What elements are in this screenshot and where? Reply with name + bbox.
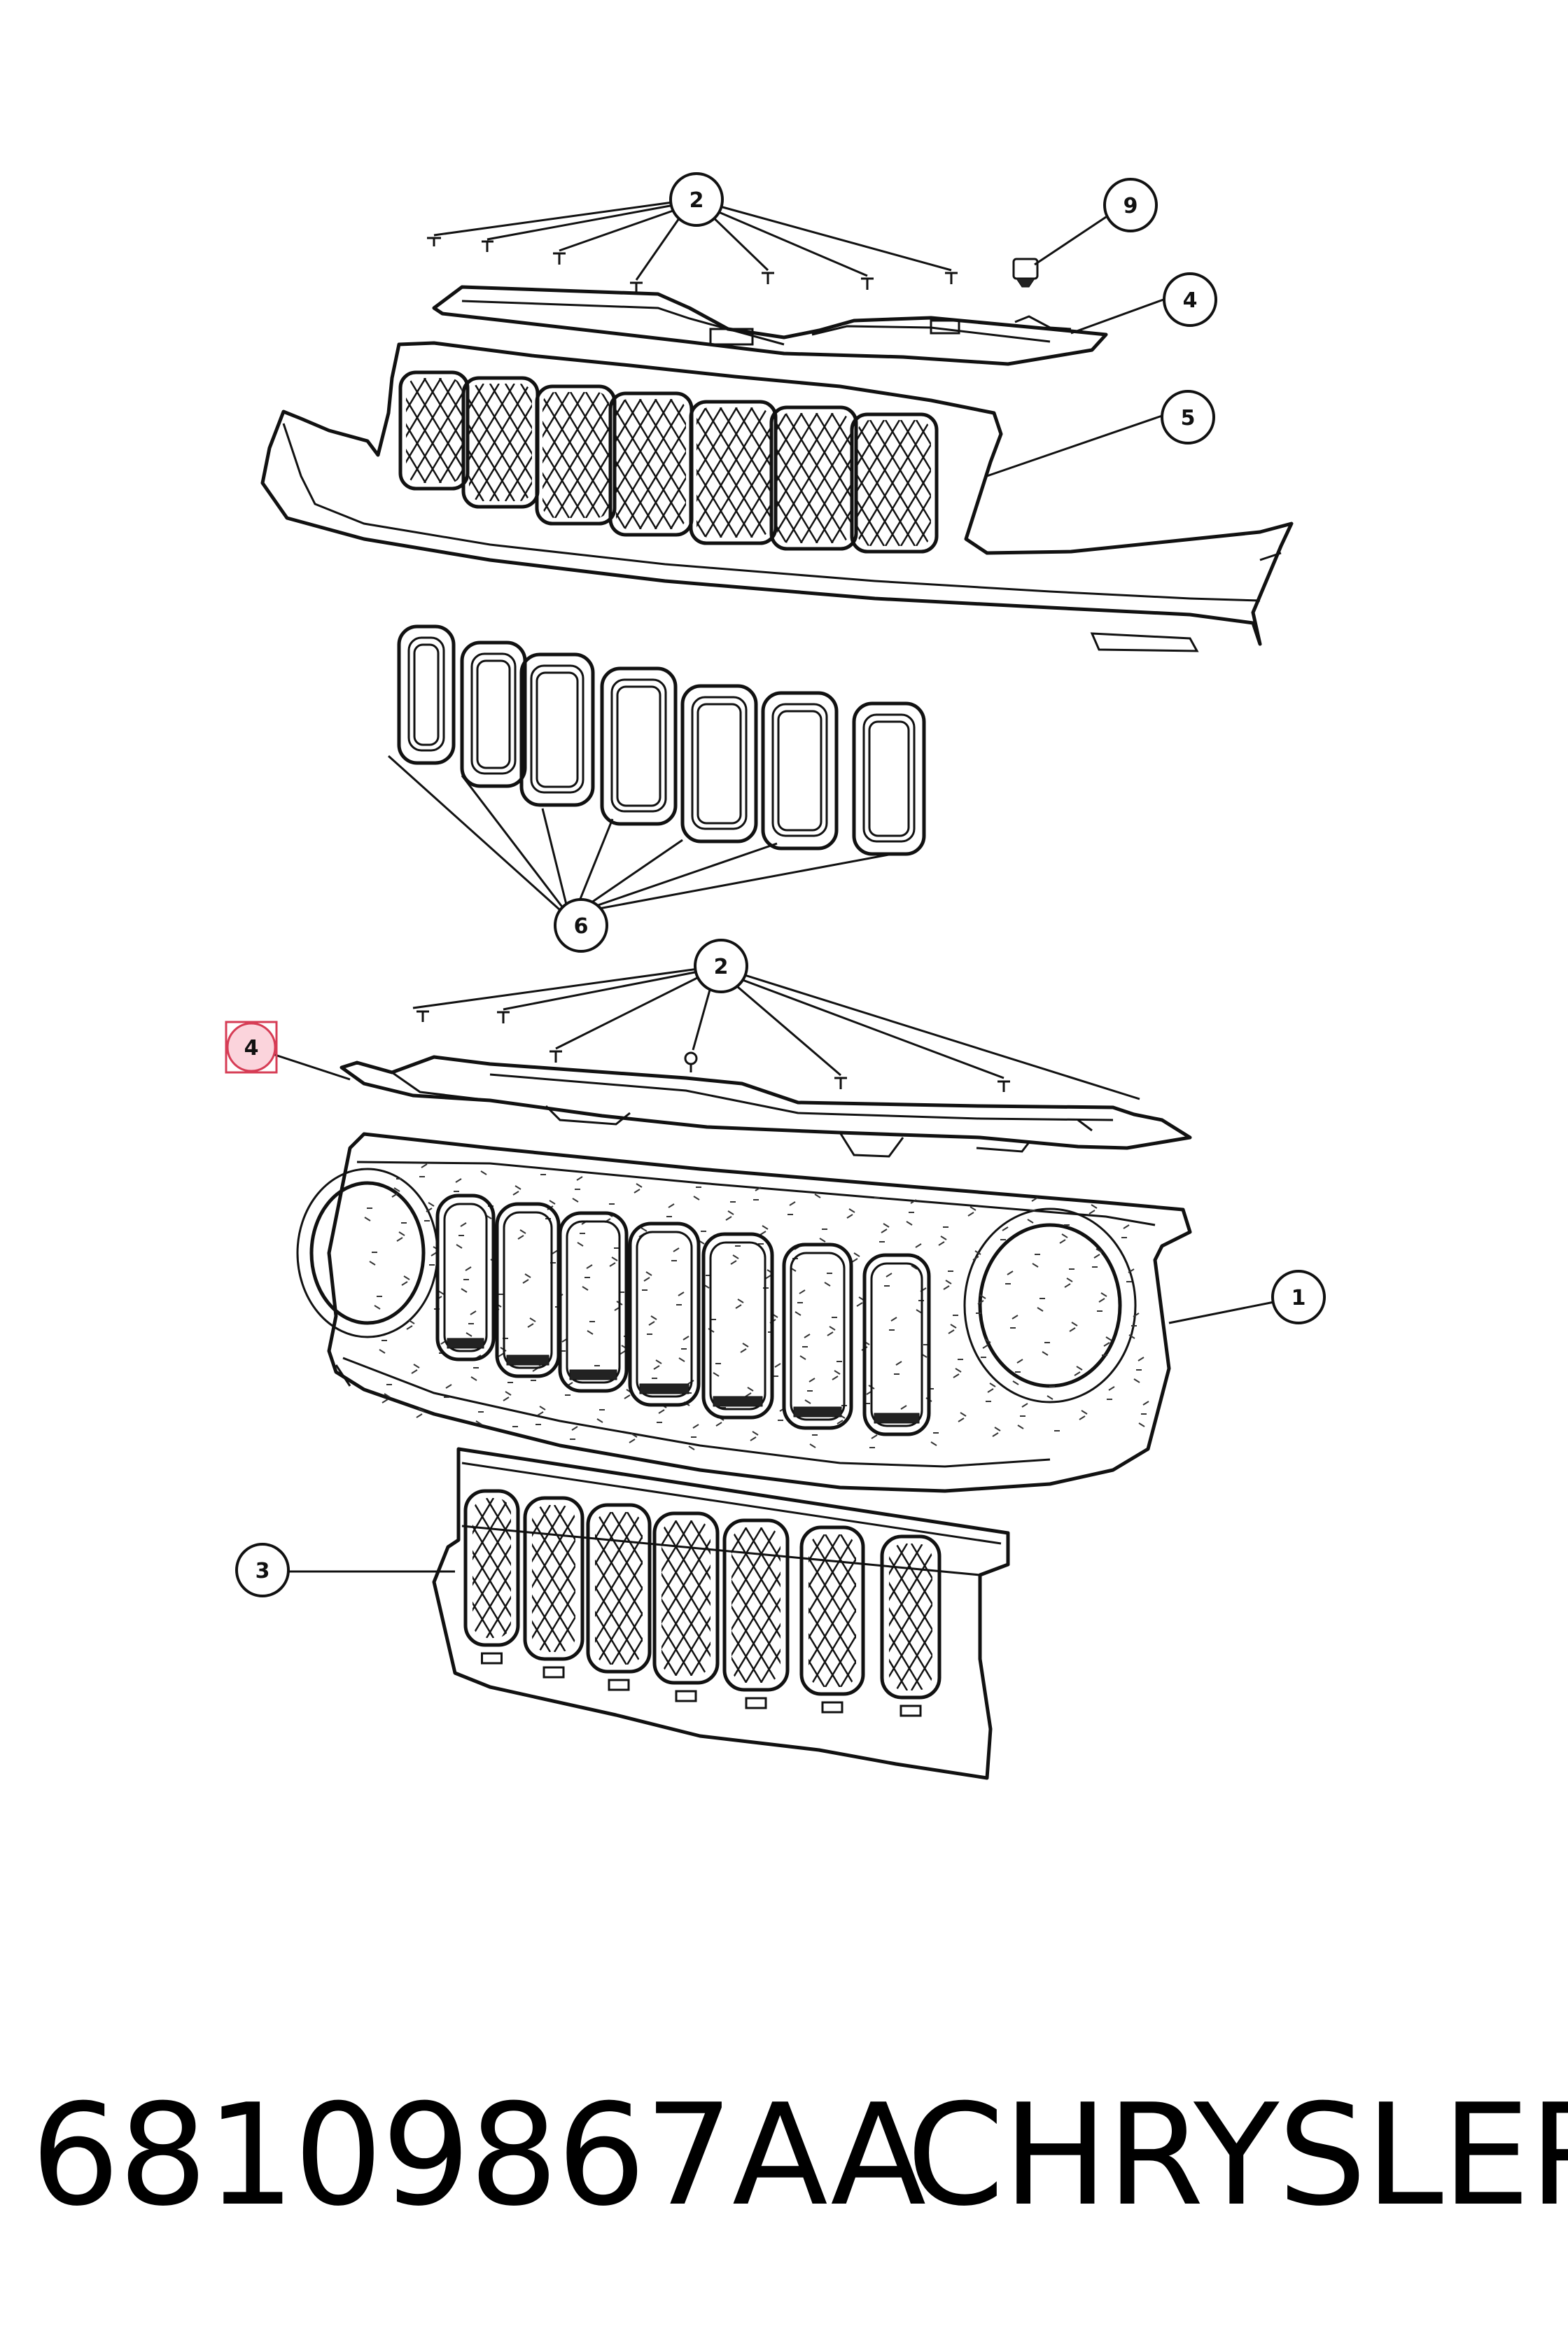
leaders-6	[387, 755, 893, 911]
main-grille	[296, 1132, 1192, 1493]
main-grille-slot	[782, 1242, 853, 1430]
main-grille-slot	[862, 1253, 931, 1436]
leaders-2-mid	[412, 967, 1140, 1100]
callout-5[interactable]: 5	[1161, 390, 1215, 444]
part-number: 68109867AA	[31, 2074, 926, 2237]
svg-text:4: 4	[1183, 288, 1198, 313]
svg-text:1: 1	[1292, 1286, 1306, 1310]
lower-insert-slot	[652, 1511, 720, 1702]
top-grille-slot	[769, 405, 858, 551]
lower-insert-slot	[799, 1525, 865, 1714]
svg-text:5: 5	[1181, 406, 1196, 430]
lower-insert-slot	[523, 1496, 584, 1679]
svg-text:6: 6	[574, 914, 589, 939]
top-grille-slot	[398, 370, 470, 491]
callout-2-mid[interactable]: 2	[694, 939, 748, 993]
top-grille-slot	[461, 376, 540, 509]
clip-row-top	[427, 237, 958, 294]
surround-ring	[600, 666, 678, 826]
main-grille-slot	[701, 1232, 774, 1420]
svg-text:2: 2	[690, 188, 704, 213]
grille-openings-top	[398, 370, 939, 554]
brand-name: CHRYSLER	[906, 2074, 1568, 2237]
grille-bezel-top	[260, 341, 1294, 652]
callout-4-mid-highlighted[interactable]: 4	[225, 1021, 278, 1074]
callout-3[interactable]: 3	[235, 1543, 290, 1597]
callout-4-top[interactable]: 4	[1163, 272, 1217, 327]
callout-9[interactable]: 9	[1103, 178, 1158, 232]
clip-row-mid	[416, 1010, 1010, 1092]
upper-bracket-mid	[340, 1055, 1192, 1158]
leaders-2-top	[433, 200, 952, 281]
upper-bracket-top	[432, 285, 1108, 366]
lower-insert-slot	[463, 1489, 520, 1665]
grille-insert-lower	[432, 1447, 1010, 1780]
callout-1[interactable]: 1	[1271, 1270, 1326, 1324]
svg-text:4: 4	[244, 1036, 259, 1060]
main-grille-slot	[558, 1211, 629, 1393]
callout-2-top[interactable]: 2	[669, 172, 724, 227]
surround-ring	[852, 701, 926, 856]
surround-ring	[519, 652, 595, 807]
surround-rings	[397, 624, 926, 856]
main-grille-slot	[435, 1194, 496, 1362]
top-grille-slot	[689, 400, 778, 545]
lower-insert-slot	[880, 1534, 941, 1717]
main-grille-slot	[628, 1222, 701, 1407]
svg-text:2: 2	[714, 955, 729, 979]
surround-ring	[397, 624, 456, 765]
lower-insert-slot	[586, 1503, 652, 1691]
clip-9-part	[1012, 216, 1107, 288]
top-grille-slot	[535, 384, 617, 526]
surround-ring	[761, 691, 839, 850]
callout-6[interactable]: 6	[554, 898, 608, 953]
svg-text:3: 3	[255, 1559, 270, 1583]
surround-ring	[460, 640, 527, 788]
top-grille-slot	[850, 412, 939, 554]
svg-text:9: 9	[1124, 194, 1138, 218]
surround-ring	[680, 684, 758, 844]
lower-insert-slot	[722, 1518, 790, 1709]
